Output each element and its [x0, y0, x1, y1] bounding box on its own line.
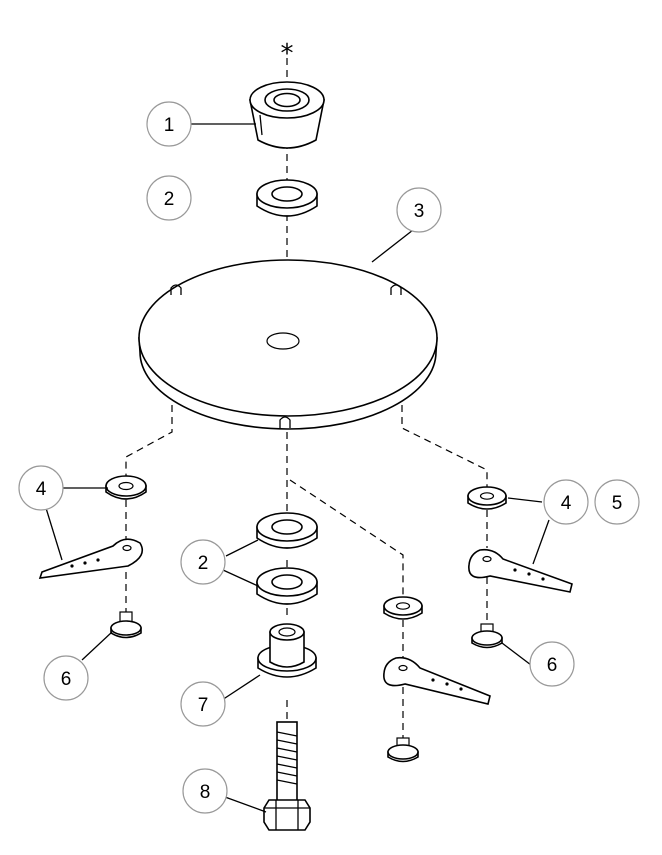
svg-text:8: 8: [200, 782, 211, 803]
part-bolt: [263, 721, 311, 831]
callout-8: 8: [182, 768, 228, 814]
callout-6-right: 6: [529, 641, 575, 687]
part-lever-arm-left: [38, 538, 144, 579]
svg-text:6: 6: [61, 669, 72, 690]
svg-text:4: 4: [36, 479, 47, 500]
callout-4-right: 4: [543, 479, 589, 525]
part-washer-left: [105, 475, 147, 500]
part-foot-mid: [387, 737, 419, 763]
part-washer-center-lower: [256, 567, 318, 605]
callout-1: 1: [146, 101, 192, 147]
part-washer-center-upper: [256, 512, 318, 549]
part-lever-arm-mid: [383, 656, 491, 705]
svg-text:2: 2: [164, 189, 175, 210]
callout-2-upper: 2: [146, 175, 192, 221]
svg-text:7: 7: [198, 695, 209, 716]
part-foot-left: [110, 611, 142, 639]
callout-5: 5: [594, 479, 640, 525]
leader-lines: [45, 123, 550, 813]
part-washer-upper: [256, 179, 318, 217]
svg-text:6: 6: [547, 655, 558, 676]
part-spacer-bushing: [257, 623, 317, 678]
svg-text:4: 4: [561, 493, 572, 514]
part-washer-right: [467, 486, 507, 510]
part-knob: [249, 81, 325, 149]
svg-text:3: 3: [414, 201, 425, 222]
callout-2-lower: 2: [180, 539, 226, 585]
callout-7: 7: [180, 681, 226, 727]
callout-4-left: 4: [18, 465, 64, 511]
callout-6-left: 6: [43, 655, 89, 701]
svg-text:5: 5: [612, 493, 623, 514]
asterisk-marker: *: [281, 39, 294, 69]
svg-text:2: 2: [198, 553, 209, 574]
part-lever-arm-right: [468, 548, 573, 593]
svg-text:1: 1: [164, 115, 175, 136]
part-washer-mid: [383, 596, 423, 620]
part-disc-plate: [138, 259, 438, 430]
callout-3: 3: [396, 187, 442, 233]
part-foot-right: [471, 623, 503, 649]
